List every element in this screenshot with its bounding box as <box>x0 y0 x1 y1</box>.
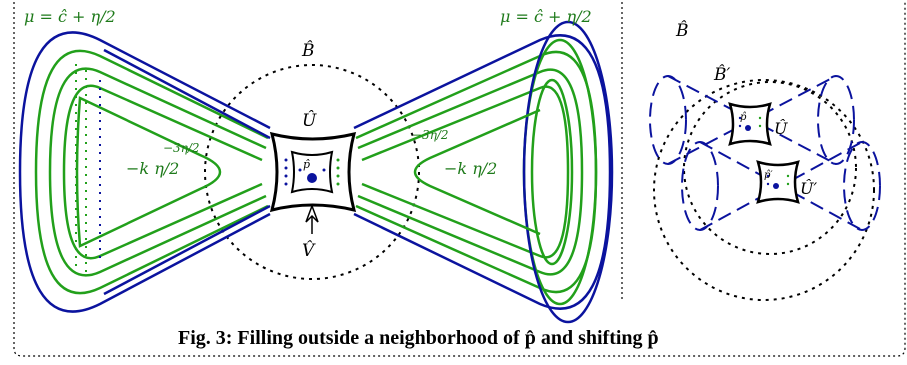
right-inner-level <box>413 108 541 236</box>
left-green-2 <box>48 67 267 277</box>
label-minus-k-right: −k η/2 <box>444 159 497 178</box>
right-green-ellipse-outer <box>522 38 598 306</box>
left-panel: μ = ĉ + η/2 μ = ĉ + η/2 B̂ Û p̂ V̂ −3η/2… <box>18 7 614 324</box>
ball-B-right <box>653 79 875 301</box>
right-blue-outer <box>353 34 612 310</box>
label-U-prime: Û′ <box>800 178 817 198</box>
left-cross-top <box>103 48 271 140</box>
right-panel: B̂ B̂′ Û p̂ Û′ p̂′ <box>649 21 881 301</box>
left-cone <box>18 31 271 313</box>
label-U: Û <box>302 110 317 131</box>
label-V: V̂ <box>302 241 316 261</box>
right-green-3 <box>361 85 570 259</box>
right-blue-ellipse <box>522 20 614 324</box>
left-green-1 <box>34 49 269 295</box>
label-p-prime: p̂′ <box>764 170 773 181</box>
label-B: B̂ <box>301 41 315 61</box>
left-blue-outer <box>18 31 271 313</box>
left-inner-level <box>75 96 222 248</box>
right-green-ellipse <box>530 78 574 266</box>
neighborhood-U-right <box>728 102 772 146</box>
label-minus-3eta-right: −3η/2 <box>412 128 449 142</box>
ball-B-prime <box>683 81 857 255</box>
right-green-2 <box>357 68 584 276</box>
right-cone <box>353 20 614 324</box>
label-U-right: Û <box>774 118 788 138</box>
ball-B <box>204 64 420 280</box>
neighborhood-U <box>269 131 357 213</box>
label-minus-3eta-left: −3η/2 <box>163 141 200 155</box>
label-p-right: p̂ <box>740 112 747 123</box>
arrow-V-head <box>305 203 319 223</box>
label-B-right: B̂ <box>675 21 689 41</box>
label-mu-right: μ = ĉ + η/2 <box>500 7 592 26</box>
label-B-prime: B̂′ <box>713 65 730 85</box>
label-p: p̂ <box>303 158 310 171</box>
neighborhood-U-prime <box>756 160 800 204</box>
label-mu-left: μ = ĉ + η/2 <box>24 7 116 26</box>
point-p <box>307 173 317 183</box>
figure-caption: Fig. 3: Filling outside a neighborhood o… <box>178 327 659 349</box>
left-green-3 <box>62 84 263 260</box>
dashed-cones <box>649 75 881 231</box>
frame-border <box>13 2 906 357</box>
label-minus-k-left: −k η/2 <box>126 159 179 178</box>
left-cross-bottom <box>103 204 271 296</box>
